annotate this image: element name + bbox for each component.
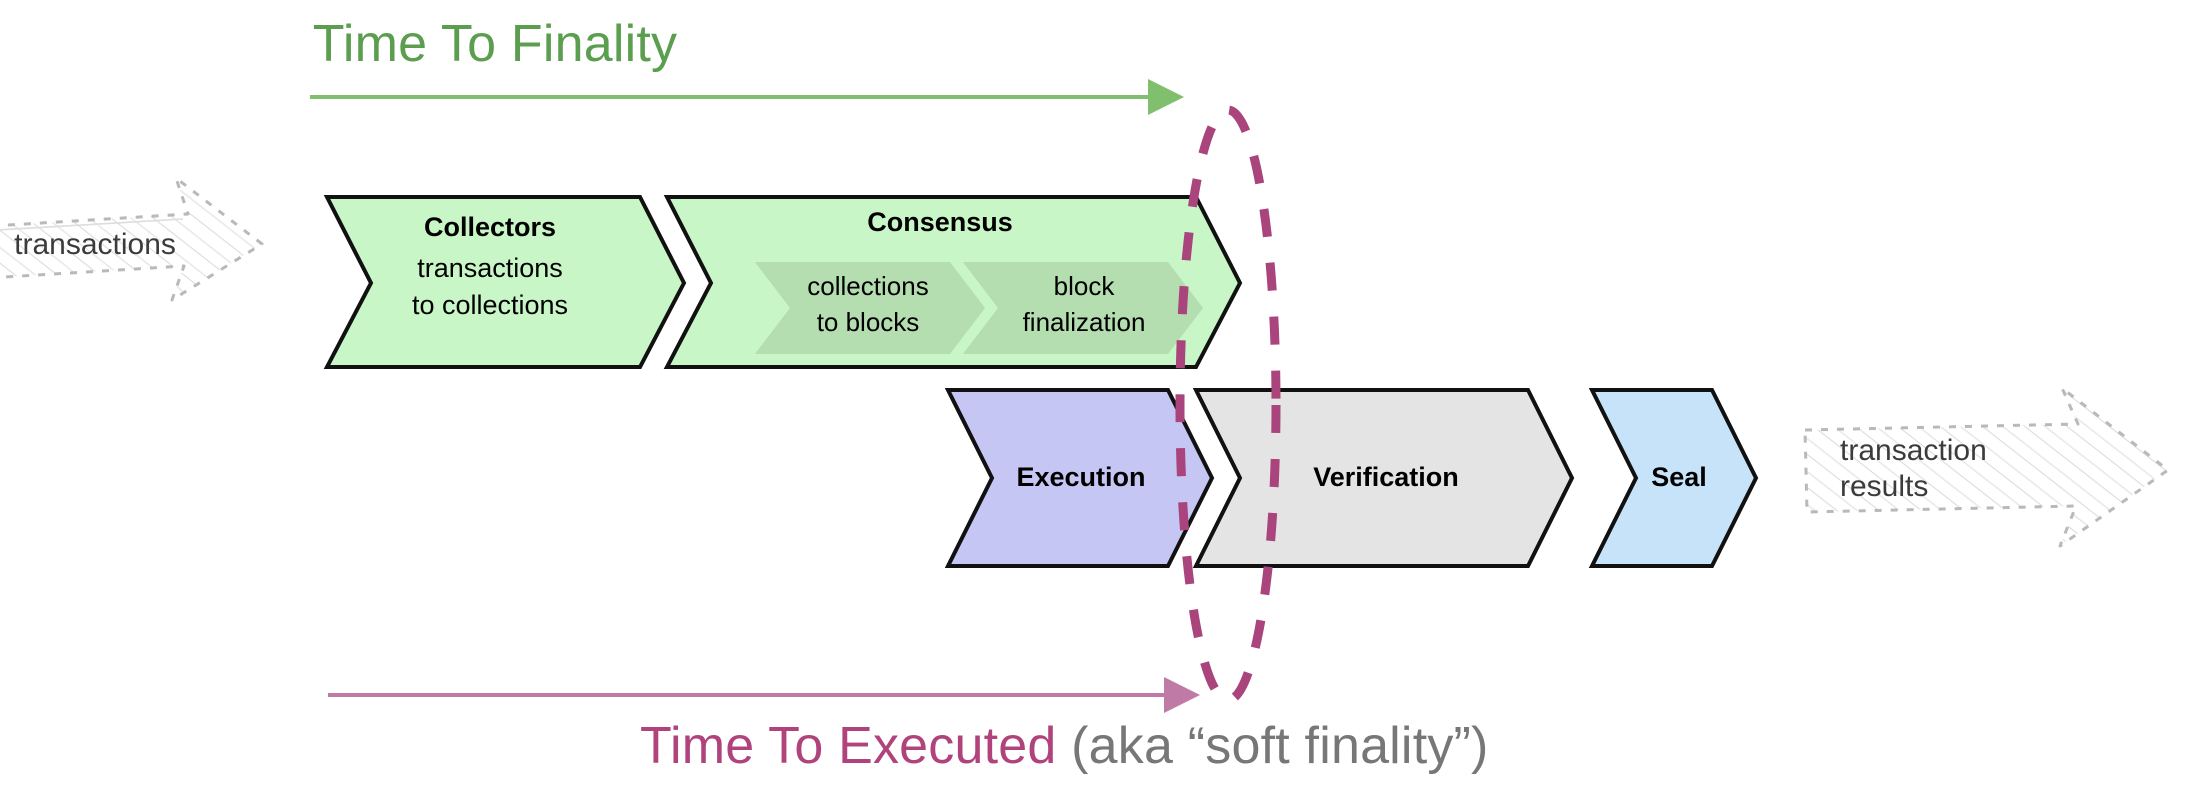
seal-stage[interactable]: [1588, 388, 1759, 568]
consensus-inner-chevron-block-finalization[interactable]: [963, 262, 1203, 354]
soft-finality-note: (aka “soft finality”): [1056, 717, 1489, 775]
time-to-executed-label: Time To Executed: [640, 717, 1057, 775]
execution-stage[interactable]: [944, 388, 1215, 568]
verification-stage[interactable]: [1192, 388, 1575, 568]
transaction-results-output-arrow: [1803, 386, 2170, 548]
transactions-input-arrow: [0, 176, 264, 302]
consensus-stage[interactable]: [663, 195, 1243, 369]
page-title-time-to-executed: Time To Executed (aka “soft finality”): [640, 716, 1489, 776]
finality-boundary-ellipse: [1175, 105, 1281, 705]
page-title-time-to-finality: Time To Finality: [312, 15, 678, 73]
collectors-stage[interactable]: [323, 195, 687, 369]
consensus-inner-chevron-collections-to-blocks[interactable]: [755, 262, 985, 354]
